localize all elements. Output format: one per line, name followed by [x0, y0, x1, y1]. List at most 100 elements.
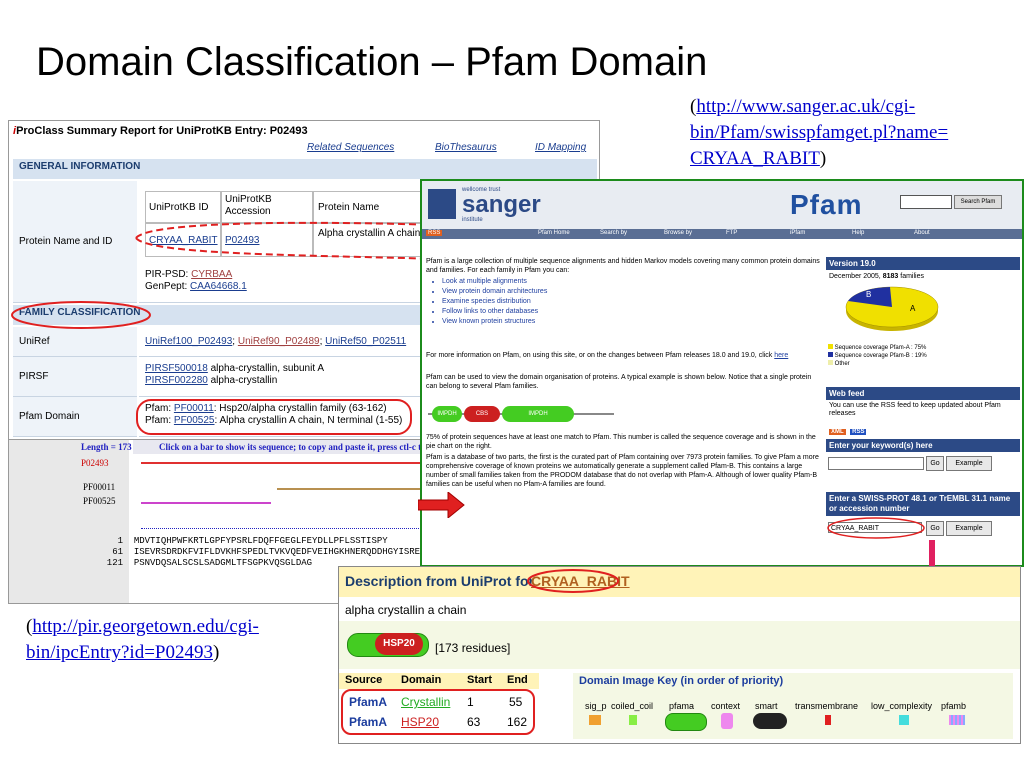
uniref90-link[interactable]: UniRef90_P02489: [237, 336, 320, 347]
accession-example-button[interactable]: Example: [946, 521, 992, 536]
hsp20-domain-graphic[interactable]: HSP20: [375, 633, 423, 655]
sig-p-swatch: [589, 715, 601, 725]
genpept-label: GenPept:: [145, 281, 188, 292]
track-label-pf00525: PF00525: [83, 496, 116, 506]
pirsf1-desc: alpha-crystallin, subunit A: [210, 363, 325, 374]
sanger-logo-text: sanger: [462, 191, 541, 218]
track-label-pf00011: PF00011: [83, 482, 116, 492]
keyword-example-button[interactable]: Example: [946, 456, 992, 471]
genpept-link[interactable]: CAA64668.1: [190, 281, 247, 292]
caption-paren-close: ): [819, 148, 827, 169]
list-item[interactable]: Examine species distribution: [442, 297, 547, 307]
coverage-pie-chart: A B: [845, 286, 939, 331]
accession-highlight: [827, 517, 925, 539]
pir-url-caption: (http://pir.georgetown.edu/cgi- bin/ipcE…: [26, 614, 326, 666]
here-link[interactable]: here: [774, 352, 789, 359]
pir-url-line2[interactable]: bin/ipcEntry?id=P02493: [26, 642, 213, 663]
pirsf2-link[interactable]: PIRSF002280: [145, 375, 208, 386]
pfam-search-input[interactable]: [900, 195, 952, 209]
keyword-row: Go Example: [826, 452, 1020, 474]
pf00011-link[interactable]: PF00011: [173, 403, 214, 414]
keyword-box: Enter your keyword(s) here Go Example: [826, 439, 1020, 474]
nav-about[interactable]: About: [914, 230, 930, 236]
sanger-url-line1[interactable]: http://www.sanger.ac.uk/cgi-: [696, 96, 916, 117]
example-domain-impdh-1[interactable]: IMPDH: [432, 406, 462, 422]
cross-refs: PIR-PSD: CYRBAA GenPept: CAA64668.1: [145, 269, 247, 293]
sanger-url-line2[interactable]: bin/Pfam/swisspfamget.pl?name=: [690, 122, 949, 143]
nav-ipfam[interactable]: iPfam: [790, 230, 806, 236]
keyword-input[interactable]: [828, 457, 924, 470]
family-classification-oval: [11, 301, 151, 329]
list-item[interactable]: Look at multiple alignments: [442, 277, 547, 287]
table-header-source: Source: [345, 674, 383, 686]
uniprot-id-link[interactable]: CRYAA_RABIT: [145, 223, 221, 257]
search-pfam-button[interactable]: Search Pfam: [954, 195, 1002, 209]
uniref100-link[interactable]: UniRef100_P02493: [145, 336, 233, 347]
sequence-length: Length = 173: [81, 442, 132, 452]
sanger-url-line3[interactable]: CRYAA_RABIT: [690, 148, 820, 169]
list-item[interactable]: View protein domain architectures: [442, 287, 547, 297]
example-domain-impdh-2[interactable]: IMPDH: [502, 406, 574, 422]
table-header-bg: [339, 673, 539, 689]
pfam-navbar: RSS Pfam Home Search by Browse by FTP iP…: [422, 229, 1022, 239]
webfeed-text: You can use the RSS feed to keep updated…: [829, 402, 1001, 417]
example-domain-cbs[interactable]: CBS: [464, 406, 500, 422]
pfam-domain-highlight: [136, 399, 412, 435]
keyword-go-button[interactable]: Go: [926, 456, 944, 471]
pfam2-prefix: Pfam:: [145, 415, 172, 426]
id-mapping-link[interactable]: ID Mapping: [535, 142, 587, 153]
table-header-start: Start: [467, 674, 493, 686]
row-source: PfamA: [349, 695, 388, 709]
sanger-logo-icon: [428, 189, 456, 219]
biothesaurus-link[interactable]: BioThesaurus: [435, 142, 497, 153]
row-start: 1: [467, 695, 474, 709]
list-item[interactable]: Follow links to other databases: [442, 307, 547, 317]
nav-help[interactable]: Help: [852, 230, 865, 236]
pirsf1-link[interactable]: PIRSF500018: [145, 363, 208, 374]
pfam1-prefix: Pfam:: [145, 403, 172, 414]
key-sig-p: sig_p: [585, 701, 607, 711]
institute-text: institute: [462, 217, 483, 223]
uniprot-header-prefix: Description from UniProt for: [345, 573, 535, 589]
track-label-p02493: P02493: [81, 458, 109, 468]
row-source: PfamA: [349, 715, 388, 729]
domain-rows-highlight: [341, 689, 535, 735]
table-header-end: End: [507, 674, 528, 686]
xml-badge[interactable]: XML: [829, 429, 846, 435]
uniref50-link[interactable]: UniRef50_P02511: [325, 336, 407, 347]
full-length-bar[interactable]: [141, 462, 597, 464]
pfam-db-text: Pfam is a database of two parts, the fir…: [426, 454, 819, 488]
pfam-domain-org: Pfam can be used to view the domain orga…: [426, 374, 812, 390]
hsp20-link[interactable]: HSP20: [401, 715, 440, 729]
pirsf-label: PIRSF: [13, 357, 137, 397]
key-coiled-coil: coiled_coil: [611, 701, 654, 711]
nav-browse-by[interactable]: Browse by: [664, 230, 693, 236]
list-item[interactable]: View known protein structures: [442, 317, 547, 327]
nav-pfam-home[interactable]: Pfam Home: [538, 230, 570, 236]
pf00525-link[interactable]: PF00525: [173, 415, 215, 426]
crystallin-link[interactable]: Crystallin: [401, 695, 451, 709]
related-sequences-link[interactable]: Related Sequences: [307, 142, 395, 153]
rss-badge[interactable]: RSS: [850, 429, 867, 435]
sequence-panel-left: [9, 440, 129, 603]
chain-name: alpha crystallin a chain: [345, 603, 467, 617]
sequence-rows: 1 MDVTIQHPWFKRTLGPFYPSRLFDQFFGEGLFEYDLLP…: [83, 536, 458, 569]
ruler: [141, 524, 597, 529]
domain-image-area: HSP20 [173 residues]: [339, 621, 1020, 669]
key-smart: smart: [755, 701, 778, 711]
pf00525-bar[interactable]: [141, 502, 271, 504]
nav-search-by[interactable]: Search by: [600, 230, 628, 236]
pir-psd-link[interactable]: CYRBAA: [191, 269, 233, 280]
sanger-url-caption: (http://www.sanger.ac.uk/cgi- bin/Pfam/s…: [690, 94, 1020, 172]
pfam-feature-list: Look at multiple alignments View protein…: [428, 277, 547, 327]
seq-row: 1 MDVTIQHPWFKRTLGPFYPSRLFDQFFGEGLFEYDLLP…: [117, 536, 388, 546]
legend-item: Other: [828, 360, 1020, 368]
nav-rss[interactable]: RSS: [426, 230, 443, 236]
pir-url-line1[interactable]: http://pir.georgetown.edu/cgi-: [32, 616, 259, 637]
pirsf-value: PIRSF500018 alpha-crystallin, subunit A …: [139, 357, 595, 397]
accession-go-button[interactable]: Go: [926, 521, 944, 536]
pie-label-b: B: [866, 290, 871, 299]
nav-ftp[interactable]: FTP: [726, 230, 738, 236]
uniprot-header-id[interactable]: CRYAA_RABIT: [531, 573, 630, 589]
table-row: PfamA Crystallin 1 55: [339, 693, 539, 711]
